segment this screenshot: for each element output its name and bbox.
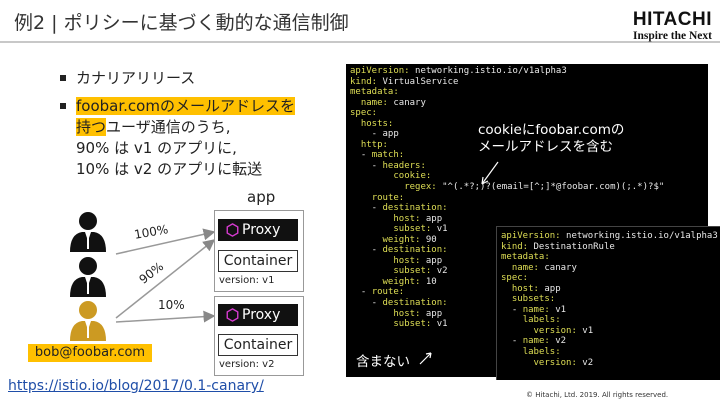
code-line: - headers: xyxy=(350,160,426,171)
code-line: cookie: xyxy=(393,171,432,182)
bullet-marker xyxy=(60,103,66,109)
code-line: spec: xyxy=(350,108,378,119)
code-line: - name: v1 xyxy=(501,304,567,315)
code-line: metadata: xyxy=(501,252,550,263)
code-line: regex: "^(.*?;)?(email=[^;]*@foobar.com)… xyxy=(404,182,665,193)
container-v2: Container xyxy=(218,334,298,356)
code-line: - destination: xyxy=(350,203,448,214)
code-line: - match: xyxy=(350,150,405,161)
istio-blog-link[interactable]: https://istio.io/blog/2017/0.1-canary/ xyxy=(8,378,264,394)
container-v1: Container xyxy=(218,250,298,272)
logo-brand: HITACHI xyxy=(632,9,712,30)
code-line: - name: v2 xyxy=(501,336,567,347)
bullet-text-rest-c: 10% は v2 のアプリに転送 xyxy=(76,160,263,178)
highlight-text-a: foobar.comのメールアドレスを xyxy=(76,97,295,115)
hexagon-icon xyxy=(226,308,239,322)
code-line: - destination: xyxy=(350,298,448,309)
version-v2-label: version: v2 xyxy=(219,359,275,370)
code-line: subset: v1 xyxy=(393,319,448,330)
code-line: spec: xyxy=(501,273,529,284)
code-line: version: v1 xyxy=(533,325,594,336)
code-line: subsets: xyxy=(511,294,556,305)
bullet-marker xyxy=(60,75,66,81)
code-line: hosts: xyxy=(360,118,394,129)
code-line: http: xyxy=(360,139,388,150)
code-line: - route: xyxy=(350,287,405,298)
bullet-canary-release: カナリアリリース xyxy=(60,68,196,89)
code-line: - app xyxy=(350,129,399,140)
app-label: app xyxy=(247,188,276,206)
highlight-text-b: 持つ xyxy=(76,118,107,136)
hexagon-icon xyxy=(226,223,239,237)
code-line: host: app xyxy=(511,283,561,294)
user-icon-highlighted xyxy=(70,301,106,341)
annotation-arrow xyxy=(481,161,499,185)
bullet-text-rest-b: 90% は v1 のアプリに, xyxy=(76,139,237,157)
proxy-label: Proxy xyxy=(242,222,281,238)
code-line: subset: v2 xyxy=(393,266,448,277)
code-line: version: v2 xyxy=(533,357,594,368)
user-email-label: bob@foobar.com xyxy=(28,344,152,362)
bullet-text-rest-a: ユーザ通信のうち, xyxy=(106,118,231,136)
page-title: 例2 | ポリシーに基づく動的な通信制御 xyxy=(14,12,349,34)
code-line: apiVersion: networking.istio.io/v1alpha3 xyxy=(350,66,567,76)
proxy-label: Proxy xyxy=(242,307,281,323)
code-line: kind: VirtualService xyxy=(350,76,459,87)
copyright-notice: © Hitachi, Ltd. 2019. All rights reserve… xyxy=(526,391,669,399)
arrow-user3-to-v2 xyxy=(115,310,216,323)
annotation-arrow-small xyxy=(419,352,432,365)
code-line: route: xyxy=(371,192,405,203)
version-v1-label: version: v1 xyxy=(219,275,275,286)
percent-10-label: 10% xyxy=(158,298,185,312)
proxy-v2: Proxy xyxy=(218,304,298,326)
cookie-annotation: cookieにfoobar.comの メールアドレスを含む xyxy=(478,122,624,156)
code-line: host: app xyxy=(393,213,443,224)
code-line: host: app xyxy=(393,308,443,319)
code-line: host: app xyxy=(393,255,443,266)
excludes-annotation: 含まない xyxy=(356,354,410,370)
code-line: - destination: xyxy=(350,245,448,256)
code-line: labels: xyxy=(522,347,561,358)
logo-tagline: Inspire the Next xyxy=(632,30,712,42)
bullet-text: カナリアリリース xyxy=(76,69,196,87)
destination-rule-code: apiVersion: networking.istio.io/v1alpha3… xyxy=(496,226,720,380)
user-icon xyxy=(70,257,106,297)
code-line: labels: xyxy=(522,315,561,326)
cookie-annotation-line1: cookieにfoobar.comの xyxy=(478,122,625,138)
arrow-user1-to-v1 xyxy=(115,228,216,255)
code-line: subset: v1 xyxy=(393,224,448,235)
code-line: metadata: xyxy=(350,87,399,98)
code-line: kind: DestinationRule xyxy=(501,241,615,252)
bullet-routing-description: foobar.comのメールアドレスを 持つユーザ通信のうち, 90% は v1… xyxy=(60,96,336,180)
cookie-annotation-line2: メールアドレスを含む xyxy=(478,139,613,155)
code-line: apiVersion: networking.istio.io/v1alpha3 xyxy=(501,231,718,241)
hitachi-logo: HITACHI Inspire the Next xyxy=(633,10,712,43)
code-line: weight: 10 xyxy=(382,276,437,287)
title-divider xyxy=(0,41,720,43)
proxy-v1: Proxy xyxy=(218,219,298,241)
arrow-user3-to-v1 xyxy=(115,239,216,319)
user-icon xyxy=(70,212,106,252)
code-line: name: canary xyxy=(511,262,577,273)
code-line: weight: 90 xyxy=(382,234,437,245)
code-line: name: canary xyxy=(360,97,426,108)
